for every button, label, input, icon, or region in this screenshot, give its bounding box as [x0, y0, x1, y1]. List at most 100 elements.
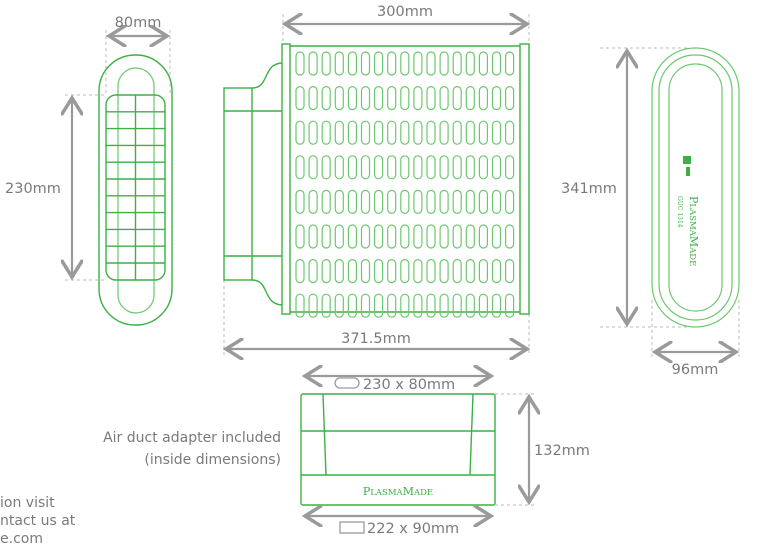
vent-slot: [465, 293, 475, 318]
vent-slot: [360, 293, 371, 318]
vent-slot: [426, 293, 436, 318]
vent-slot: [505, 189, 515, 214]
vent-slot: [505, 224, 515, 249]
vent-slot: [360, 51, 371, 76]
vent-slot: [347, 224, 357, 249]
adapter-brand-logo: PLASMAMADE: [363, 485, 433, 498]
front-view: 300mm 371.5mm: [224, 4, 529, 355]
footer-note-line1: ion visit: [0, 495, 55, 511]
vent-slot: [465, 155, 475, 180]
vent-slot: [334, 189, 344, 214]
vent-slot: [374, 51, 384, 76]
vent-slot: [347, 120, 357, 145]
vent-slot: [321, 293, 331, 318]
vent-slot: [308, 259, 318, 284]
vent-slot: [360, 224, 371, 249]
vent-slot: [295, 85, 305, 111]
vent-slot: [452, 120, 462, 145]
vent-slot: [491, 189, 502, 214]
vent-slot: [308, 120, 318, 145]
footer-note-line3: e.com: [0, 531, 43, 546]
vent-slot: [295, 189, 305, 214]
vent-slot: [347, 155, 357, 180]
back-model-label: GUC 1314: [676, 196, 683, 228]
vent-slot: [465, 189, 475, 214]
vent-slot: [400, 259, 410, 284]
vent-slot: [413, 189, 423, 214]
vent-slot: [439, 51, 449, 76]
vent-slot: [491, 259, 502, 284]
vent-slot: [452, 189, 462, 214]
vent-slot: [308, 293, 318, 318]
adapter-top-label: 230 x 80mm: [363, 377, 455, 393]
vent-slot: [334, 155, 344, 180]
vent-slot: [334, 259, 344, 284]
vent-slot: [374, 189, 384, 214]
back-width-label: 96mm: [672, 362, 719, 378]
front-width-label: 300mm: [377, 4, 433, 20]
vent-slot: [505, 293, 515, 318]
vent-slot: [374, 293, 384, 318]
vent-slot: [387, 259, 397, 284]
vent-slot: [452, 259, 462, 284]
side-view: 80mm 230mm: [5, 15, 173, 326]
vent-slot-grid: [295, 51, 515, 318]
vent-slot: [491, 155, 502, 180]
back-view: 341mm 96mm PLASMAMADE GUC 1314: [561, 47, 740, 378]
vent-slot: [478, 189, 488, 214]
vent-slot: [321, 155, 331, 180]
vent-slot: [400, 120, 410, 145]
vent-slot: [321, 224, 331, 249]
vent-slot: [295, 259, 305, 284]
front-total-width-label: 371.5mm: [341, 331, 411, 347]
vent-slot: [465, 120, 475, 145]
vent-slot: [308, 85, 318, 111]
vent-slot: [491, 85, 502, 111]
vent-slot: [387, 51, 397, 76]
vent-slot: [491, 120, 502, 145]
adapter-bottom-label: 222 x 90mm: [367, 521, 459, 537]
vent-slot: [491, 51, 502, 76]
vent-slot: [413, 224, 423, 249]
vent-slot: [308, 51, 318, 76]
vent-slot: [465, 85, 475, 111]
vent-slot: [334, 51, 344, 76]
vent-slot: [387, 189, 397, 214]
vent-slot: [465, 51, 475, 76]
vent-slot: [413, 85, 423, 111]
vent-slot: [321, 120, 331, 145]
vent-slot: [387, 224, 397, 249]
vent-slot: [478, 51, 488, 76]
vent-slot: [505, 51, 515, 76]
vent-slot: [360, 189, 371, 214]
vent-slot: [452, 224, 462, 249]
vent-slot: [360, 85, 371, 111]
vent-slot: [478, 85, 488, 111]
vent-slot: [452, 85, 462, 111]
vent-slot: [505, 155, 515, 180]
vent-slot: [491, 224, 502, 249]
vent-slot: [374, 120, 384, 145]
vent-slot: [387, 155, 397, 180]
vent-slot: [439, 155, 449, 180]
back-height-label: 341mm: [561, 181, 617, 197]
vent-slot: [505, 259, 515, 284]
vent-slot: [360, 155, 371, 180]
side-width-label: 80mm: [115, 15, 162, 31]
vent-slot: [465, 224, 475, 249]
vent-slot: [478, 293, 488, 318]
vent-slot: [295, 224, 305, 249]
vent-slot: [426, 259, 436, 284]
vent-slot: [334, 85, 344, 111]
vent-slot: [295, 120, 305, 145]
vent-slot: [505, 85, 515, 111]
side-outer-body: [98, 54, 173, 326]
vent-slot: [360, 120, 371, 145]
adapter-view: 230 x 80mm PLASMAMADE 132mm 222 x 90mm A…: [103, 376, 590, 537]
vent-slot: [505, 120, 515, 145]
vent-slot: [413, 51, 423, 76]
vent-slot: [465, 259, 475, 284]
vent-slot: [334, 224, 344, 249]
vent-slot: [295, 51, 305, 76]
vent-slot: [400, 85, 410, 111]
